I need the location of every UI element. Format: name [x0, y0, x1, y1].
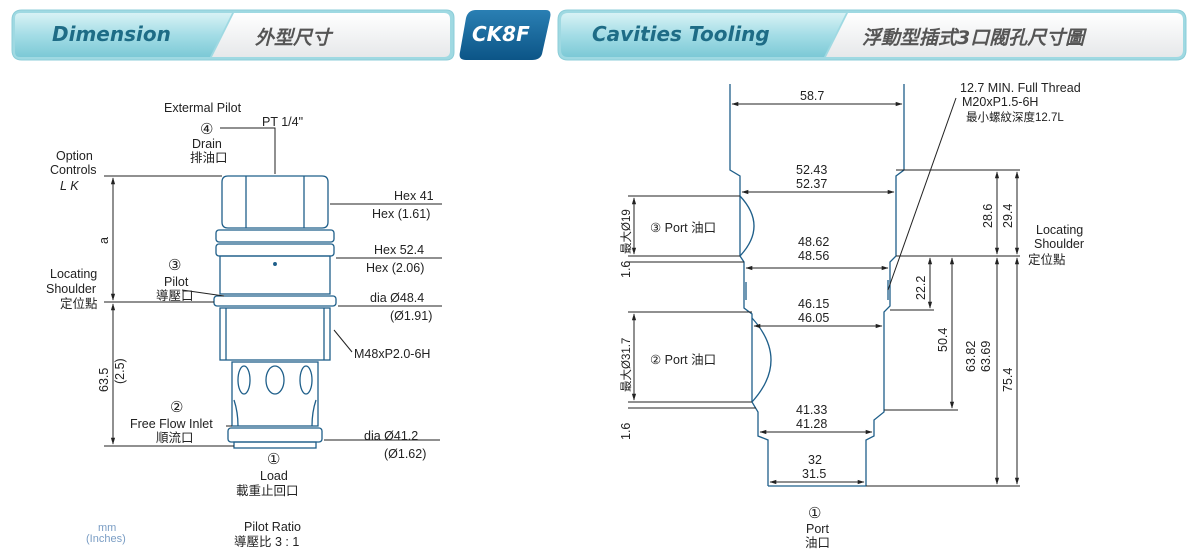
valve-outline — [213, 175, 337, 449]
dia162-label: (Ø1.62) — [384, 447, 426, 461]
external-pilot-label: Extermal Pilot — [164, 101, 242, 115]
dim-5243: 52.43 — [796, 163, 827, 177]
dim-6382: 63.82 — [964, 341, 978, 372]
model-label: CK8F — [472, 22, 530, 46]
pt-size-label: PT 1/4" — [262, 115, 303, 129]
pilot-label: Pilot — [164, 275, 189, 289]
valve-labels: Extermal Pilot PT 1/4" ④ Drain 排油口 Optio… — [46, 101, 434, 549]
cavity-locating-2: Shoulder — [1034, 237, 1084, 251]
model-badge — [459, 10, 551, 60]
cavities-tab-teal — [561, 13, 846, 57]
cavity-port-cn-label: 油口 — [805, 536, 830, 550]
cavities-title-cn: 浮動型插式3口閥孔尺寸圖 — [862, 27, 1085, 49]
drain-label: Drain — [192, 137, 222, 151]
max19-label: 最大Ø19 — [619, 209, 633, 254]
hex41-label: Hex 41 — [394, 189, 434, 203]
cavity-dimension-lines — [628, 97, 1020, 487]
load-cn-label: 載重止回口 — [236, 483, 299, 498]
dim-4605: 46.05 — [798, 311, 829, 325]
dia484-label: dia Ø48.4 — [370, 291, 424, 305]
cavities-tab-gray — [826, 13, 1183, 57]
dim-286: 28.6 — [981, 204, 995, 228]
dimension-tab-gray — [212, 13, 450, 57]
port3-label: ③ Port 油口 — [650, 221, 716, 235]
dim-4862: 48.62 — [798, 235, 829, 249]
len25-label: (2.5) — [113, 358, 127, 384]
dim-754: 75.4 — [1001, 368, 1015, 392]
thread-label: M48xP2.0-6H — [354, 347, 430, 361]
port2-number: ② — [170, 399, 183, 416]
dim-4615: 46.15 — [798, 297, 829, 311]
cavity-locating-cn: 定位點 — [1028, 252, 1066, 267]
valve-dimension-lines — [104, 127, 442, 447]
dim-5237: 52.37 — [796, 177, 827, 191]
thread-line-3: 最小螺紋深度12.7L — [966, 110, 1064, 124]
dim-a-label: a — [97, 237, 111, 244]
cavity-port1-number: ① — [808, 505, 821, 522]
units-inches-label: (Inches) — [86, 533, 126, 545]
cavities-title: Cavities Tooling — [592, 22, 770, 46]
dim-587: 58.7 — [800, 89, 824, 103]
thread-line-1: 12.7 MIN. Full Thread — [960, 81, 1081, 95]
port3-number: ③ — [168, 257, 181, 274]
port1-number: ① — [267, 451, 280, 468]
locating-label-1: Locating — [50, 267, 97, 281]
dim-4133: 41.33 — [796, 403, 827, 417]
dim-222: 22.2 — [914, 276, 928, 300]
dimension-tab-teal — [15, 13, 232, 57]
port4-number: ④ — [200, 121, 213, 138]
dia412-label: dia Ø41.2 — [364, 429, 418, 443]
hex206-label: Hex (2.06) — [366, 261, 424, 275]
cavity-labels: 58.7 12.7 MIN. Full Thread M20xP1.5-6H 最… — [619, 81, 1084, 550]
dim-32: 32 — [808, 453, 822, 467]
free-flow-cn-label: 順流口 — [156, 431, 194, 445]
cavity-port-label: Port — [806, 522, 829, 536]
max317-label: 最大Ø31.7 — [619, 338, 633, 392]
dim-16b: 1.6 — [619, 423, 633, 440]
cavity-outline — [729, 84, 905, 487]
dim-16a: 1.6 — [619, 261, 633, 278]
locating-cn-label: 定位點 — [60, 296, 98, 311]
dim-4856: 48.56 — [798, 249, 829, 263]
dim-315: 31.5 — [802, 467, 826, 481]
pilot-ratio-cn-label: 導壓比 3 : 1 — [234, 534, 299, 549]
header-banner: Dimension 外型尺寸 CK8F Cavities Tooling 浮動型… — [0, 0, 1198, 70]
option-controls-label-2: Controls — [50, 163, 97, 177]
dim-6369: 63.69 — [979, 341, 993, 372]
dim-504: 50.4 — [936, 328, 950, 352]
port2-label: ② Port 油口 — [650, 353, 716, 367]
dimension-title: Dimension — [52, 22, 171, 46]
dia191-label: (Ø1.91) — [390, 309, 432, 323]
cavity-locating-1: Locating — [1036, 223, 1083, 237]
locating-label-2: Shoulder — [46, 282, 96, 296]
free-flow-label: Free Flow Inlet — [130, 417, 213, 431]
load-label: Load — [260, 469, 288, 483]
option-lk-label: L K — [60, 179, 79, 193]
drain-cn-label: 排油口 — [190, 151, 228, 165]
option-controls-label-1: Option — [56, 149, 93, 163]
dimension-title-cn: 外型尺寸 — [255, 27, 332, 49]
units-mm-label: mm — [98, 522, 116, 534]
thread-line-2: M20xP1.5-6H — [962, 95, 1038, 109]
hex524-label: Hex 52.4 — [374, 243, 424, 257]
hex161-label: Hex (1.61) — [372, 207, 430, 221]
dim-294: 29.4 — [1001, 204, 1015, 228]
len635-label: 63.5 — [97, 368, 111, 392]
pilot-ratio-label: Pilot Ratio — [244, 520, 301, 534]
pilot-cn-label: 導壓口 — [156, 288, 194, 303]
dim-4128: 41.28 — [796, 417, 827, 431]
banner-shapes — [11, 9, 1187, 61]
